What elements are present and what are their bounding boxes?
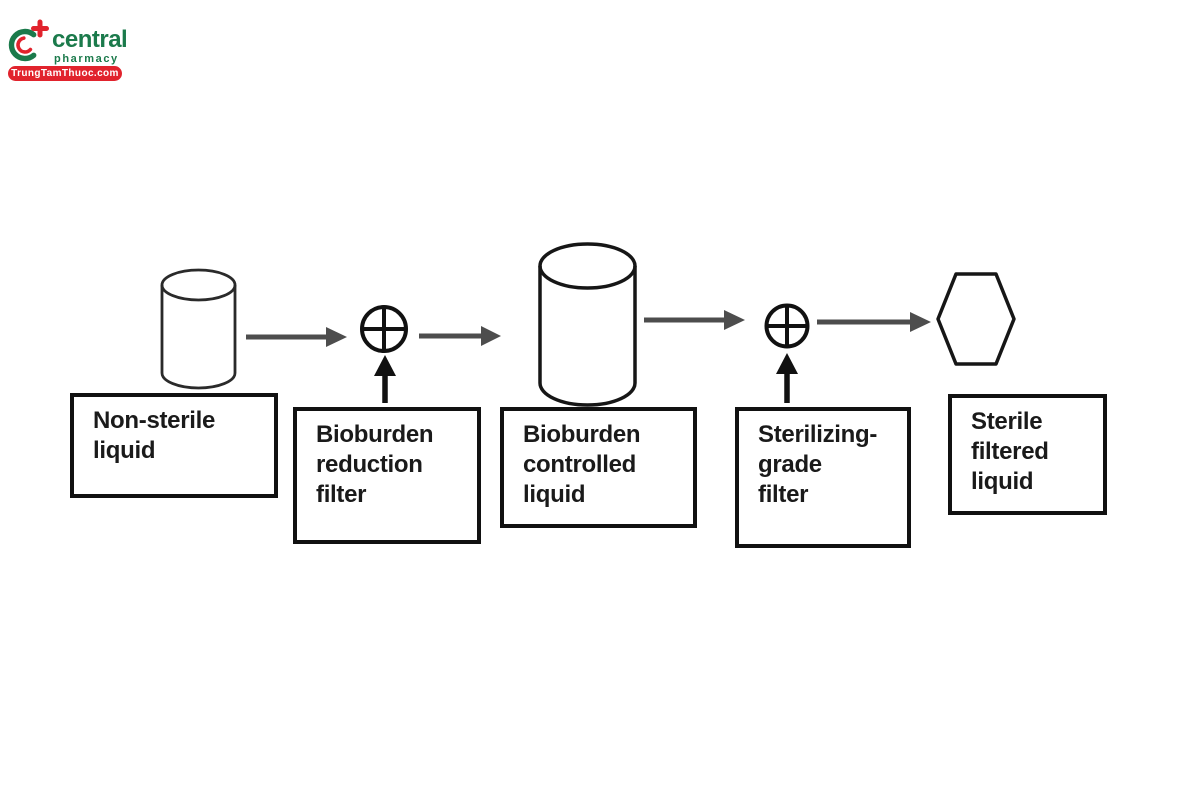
small-cylinder-icon	[160, 268, 237, 390]
label-bioburden-controlled-liquid: Bioburden controlled liquid	[500, 407, 697, 528]
filter-symbol-2-icon	[764, 303, 810, 349]
flow-arrow-1	[246, 327, 347, 347]
label-sterile-filtered-liquid: Sterile filtered liquid	[948, 394, 1107, 515]
central-pharmacy-logo: central pharmacy TrungTamThuoc.com	[8, 14, 138, 86]
label-arrow-2	[776, 353, 798, 403]
logo-brand-tagline: pharmacy	[54, 53, 119, 65]
label-sterilizing-grade-filter: Sterilizing- grade filter	[735, 407, 911, 548]
large-cylinder-icon	[538, 242, 637, 407]
logo-text: central pharmacy	[52, 26, 128, 65]
flow-arrow-2	[419, 326, 501, 346]
label-bioburden-reduction-filter: Bioburden reduction filter	[293, 407, 481, 544]
hexagon-icon	[936, 272, 1016, 366]
logo-c-mark-icon	[8, 19, 49, 62]
logo-brand-name: central	[52, 26, 128, 53]
label-non-sterile-liquid: Non-sterile liquid	[70, 393, 278, 498]
label-arrow-1	[374, 355, 396, 403]
logo-ribbon: TrungTamThuoc.com	[8, 66, 122, 81]
flow-arrow-3	[644, 310, 745, 330]
flow-arrow-4	[817, 312, 931, 332]
filter-symbol-1-icon	[360, 305, 408, 353]
